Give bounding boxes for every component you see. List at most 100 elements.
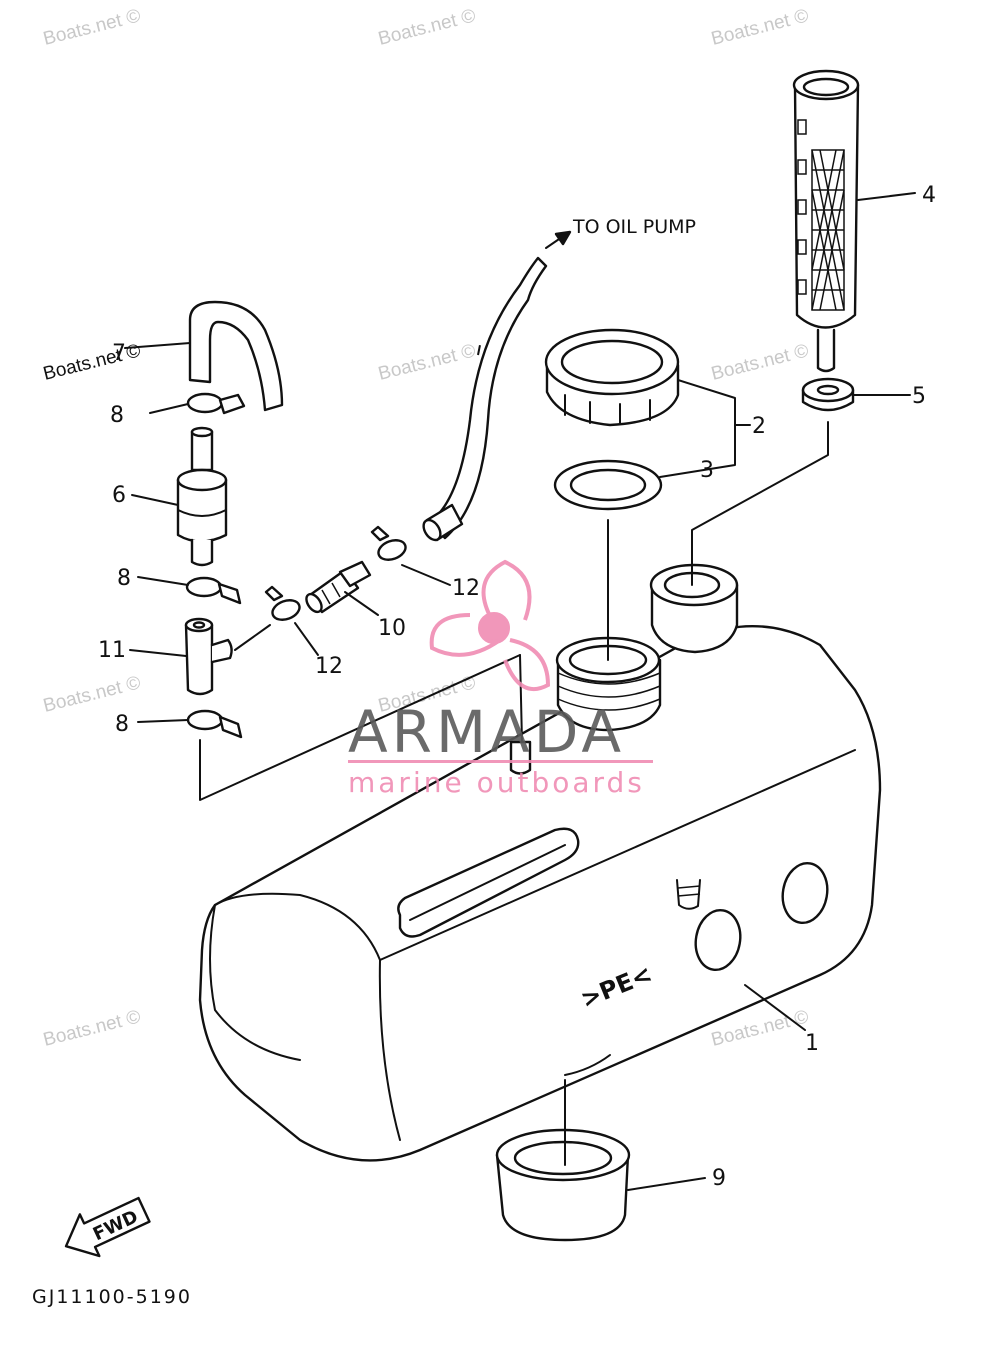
tank-top-edge	[214, 892, 381, 961]
gasket-inner	[569, 468, 647, 502]
tank-body	[198, 625, 882, 1162]
cap-gasket	[553, 459, 663, 511]
tank-window-left	[694, 909, 742, 971]
strainer-slot	[797, 239, 807, 255]
callout-5: 5	[912, 384, 926, 409]
strainer-slot	[797, 159, 807, 175]
to-oil-pump-arrow: TO OIL PUMP	[545, 216, 696, 249]
tee-body	[184, 623, 214, 696]
strainer-mesh	[797, 119, 845, 311]
clip-lower	[264, 585, 301, 621]
callout-12a: 12	[452, 576, 480, 601]
strainer-body	[793, 83, 860, 329]
tank-outlet-nipple	[509, 740, 532, 775]
strainer-bore	[802, 77, 850, 97]
hose-clip-bottom	[186, 709, 243, 739]
nipple-ribs	[321, 582, 341, 605]
leader-7	[124, 342, 191, 349]
tank-stub-thread	[677, 885, 701, 897]
callout-8c: 8	[115, 712, 129, 737]
callout-8b: 8	[117, 566, 131, 591]
watermark-text: Boats.net ©	[709, 5, 811, 49]
leader-9	[627, 1177, 706, 1191]
fwd-arrow: FWD	[64, 1196, 151, 1258]
leader-11	[129, 649, 187, 657]
tee-to-clip-line	[234, 624, 271, 651]
joint-nipple	[305, 560, 372, 614]
fwd-arrow-shape	[64, 1196, 151, 1258]
hose-body	[188, 300, 284, 412]
hose-dash	[477, 344, 481, 356]
leader-10	[344, 591, 379, 616]
hose-clip-top	[186, 392, 246, 415]
leader-1	[744, 984, 806, 1031]
callouts: 1 2 3 4 5 6 7 8 8 8 9 10 11 12 12	[98, 183, 936, 1191]
strainer-slot	[797, 279, 807, 295]
clip-tab	[264, 585, 284, 602]
watermark-text: Boats.net ©	[41, 1006, 143, 1050]
leader-8c	[137, 719, 189, 723]
strainer-slot	[797, 199, 807, 215]
filter-outlet	[190, 538, 214, 567]
clip-tab	[370, 525, 390, 542]
tank-drain-bump	[564, 1054, 611, 1076]
callout-11: 11	[98, 638, 126, 663]
leader-8b	[137, 576, 189, 586]
callout-12b: 12	[315, 654, 343, 679]
callout-8a: 8	[110, 403, 124, 428]
filter-top	[176, 468, 228, 492]
arrow-head	[554, 230, 572, 246]
leader-2-3	[659, 379, 736, 478]
oil-tank: >PE<	[198, 563, 882, 1162]
clip-tab	[217, 582, 242, 605]
tank-stub	[676, 879, 701, 910]
oil-filter	[176, 426, 228, 567]
leader-8a	[149, 403, 189, 414]
hose-clip-middle	[185, 576, 242, 605]
strainer-mesh-cross	[811, 149, 845, 311]
hose-end-bore	[422, 518, 442, 542]
callout-1: 1	[805, 1031, 819, 1056]
clip-ring	[186, 392, 224, 414]
oil-strainer	[792, 69, 860, 373]
strainer-slot	[797, 119, 807, 135]
watermark-text: Boats.net ©	[376, 340, 478, 384]
brand-divider	[348, 760, 653, 763]
strainer-stem	[816, 328, 836, 373]
watermark-text: Boats.net ©	[41, 672, 143, 716]
clip-tab	[218, 393, 246, 415]
clip-tab	[218, 715, 243, 739]
grommet-to-neck-line	[691, 421, 829, 586]
outlet-line	[519, 654, 523, 743]
tank-filler-thread	[557, 672, 661, 711]
callout-9: 9	[712, 1166, 726, 1191]
oil-hose-to-pump	[422, 256, 548, 542]
clip-ring	[377, 539, 407, 561]
filler-cap	[544, 328, 680, 427]
tee-joint	[184, 617, 233, 696]
brand-watermark: ARMADA marine outboards	[348, 559, 653, 799]
clip-upper	[370, 525, 407, 561]
clip-ring	[271, 599, 301, 621]
brand-tagline: marine outboards	[348, 766, 645, 799]
callout-2: 2	[752, 414, 766, 439]
assembly-lines	[124, 192, 916, 1191]
hose-route-line	[199, 654, 521, 801]
filter-inlet-bore	[190, 426, 214, 438]
callout-6: 6	[112, 483, 126, 508]
watermark-text: Boats.net ©	[709, 340, 811, 384]
leader-12b	[294, 622, 319, 656]
leader-12a	[401, 564, 451, 586]
drain-cup	[495, 1128, 631, 1242]
callout-10: 10	[378, 616, 406, 641]
grommet-hole	[816, 384, 840, 396]
cap-top-inner	[560, 339, 664, 385]
tee-branch	[210, 638, 233, 664]
callout-3: 3	[700, 458, 714, 483]
diagram-code: GJ11100-5190	[32, 1286, 192, 1308]
filter-inlet	[190, 430, 214, 472]
tee-bore	[192, 621, 206, 629]
callout-4: 4	[922, 183, 936, 208]
leader-6	[131, 494, 179, 506]
